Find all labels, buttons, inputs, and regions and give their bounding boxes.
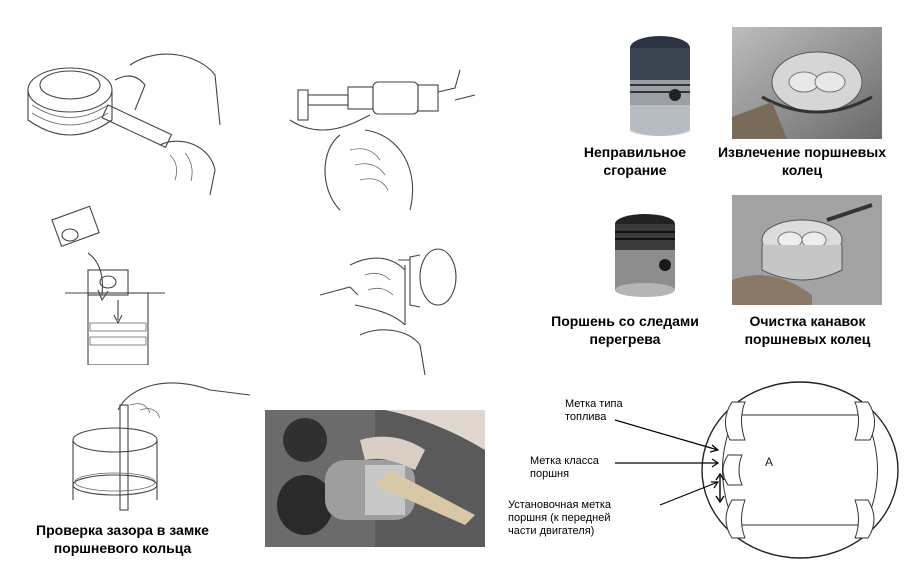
groove-cleaning-caption: Очистка канавок поршневых колец (744, 313, 871, 347)
ring-removal-caption: Извлечение поршневых колец (717, 144, 887, 178)
feeler-gauge-illustration (319, 248, 457, 376)
micrometer-hand-illustration (289, 69, 476, 211)
overheated-piston-caption: Поршень со следами перегрева (551, 313, 699, 347)
abnormal-combustion-caption: Неправильное сгорание (583, 144, 687, 178)
ring-compressor-photo (265, 410, 485, 547)
diagram-center-letter: A (765, 455, 773, 469)
overheated-piston-photo (615, 214, 675, 297)
abnormal-combustion-photo (630, 36, 690, 136)
ring-gap-check-caption: Проверка зазора в замке поршневого кольц… (36, 522, 209, 556)
diagram-leader-lines (614, 419, 720, 506)
ring-insertion-illustration (51, 205, 165, 365)
piston-top-diagram: A (701, 381, 899, 559)
install-mark-label: Установочная метка поршня (к передней ча… (508, 499, 612, 537)
fuel-type-mark-label: Метка типа топлива (565, 398, 623, 423)
piston-micrometer-illustration (27, 53, 221, 195)
piston-class-mark-label: Метка класса поршня (530, 455, 599, 480)
ring-gap-check-illustration (72, 382, 251, 511)
groove-cleaning-photo (732, 195, 882, 305)
ring-removal-photo (732, 27, 882, 139)
